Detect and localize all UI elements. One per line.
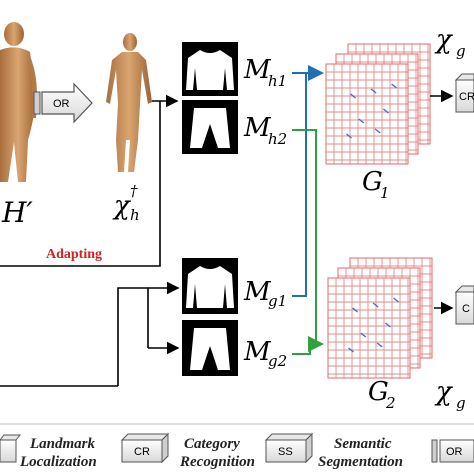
m-h1-subscript: h1: [268, 72, 287, 90]
legend-or-label: OR: [446, 446, 463, 458]
g2-symbol: G: [368, 377, 389, 407]
legend-cr-label: CR: [134, 446, 150, 458]
m-g2-symbol: M: [243, 337, 272, 367]
or-label: OR: [53, 98, 70, 110]
mask-g2-pants: [182, 320, 238, 376]
m-g2-subscript: g2: [268, 352, 287, 370]
blue-route-bottom: [292, 73, 307, 297]
g1-symbol: G: [362, 167, 383, 197]
chi-h-symbol: χ: [112, 191, 132, 221]
cr-box-top-label: CR: [459, 91, 474, 103]
cr-box-top: CR: [454, 73, 474, 113]
m-h1-symbol: M: [243, 55, 272, 85]
cr-box-bottom-label: C: [462, 303, 470, 315]
chi-g-bottom-symbol: χ: [434, 377, 454, 407]
legend-landmark-line2: Localization: [19, 454, 97, 470]
grid-g1: [325, 43, 431, 165]
m-g1-subscript: g1: [268, 292, 287, 310]
human-body-left: [0, 22, 38, 182]
legend-landmark-box: [0, 434, 22, 463]
grid-g2: [327, 257, 433, 379]
green-route-top: [292, 129, 317, 344]
h-prime-label: H′: [1, 196, 33, 229]
legend-ss-box: SS: [264, 432, 314, 464]
adapting-label: Adapting: [46, 247, 102, 262]
grid-layer: [327, 277, 411, 379]
legend-cr-box: CR: [120, 432, 170, 464]
legend-semantic-line1: Semantic: [334, 436, 392, 452]
mask-g1-shirt: [182, 258, 238, 314]
green-route-bottom: [292, 336, 324, 355]
chi-h-superscript: †: [130, 182, 138, 200]
chi-g-top-symbol: χ: [434, 25, 454, 55]
human-body-middle: [106, 33, 152, 172]
chi-g-top-subscript: g: [456, 42, 466, 60]
legend-or-arrow: OR: [431, 439, 474, 463]
chi-g-bottom-subscript: g: [456, 394, 466, 412]
legend-landmark-line1: Landmark: [29, 436, 96, 452]
mask-h1-shirt: [182, 42, 238, 96]
legend-category-line1: Category: [184, 436, 240, 452]
cr-box-bottom: C: [454, 285, 474, 325]
chi-h-subscript: h: [130, 206, 140, 224]
m-h2-symbol: M: [243, 113, 272, 143]
g1-subscript: 1: [380, 184, 390, 202]
garment-input-bracket: [0, 281, 180, 387]
legend-ss-label: SS: [278, 446, 293, 458]
legend-category-line2: Recognition: [179, 454, 255, 470]
grid-layer: [325, 63, 409, 165]
m-g1-symbol: M: [243, 277, 272, 307]
adapting-line: [0, 101, 161, 267]
g2-subscript: 2: [385, 394, 396, 412]
mask-h2-pants: [182, 100, 238, 154]
or-arrow: OR: [33, 82, 93, 124]
m-h2-subscript: h2: [268, 130, 287, 148]
legend-semantic-line2: Segmentation: [318, 454, 403, 470]
